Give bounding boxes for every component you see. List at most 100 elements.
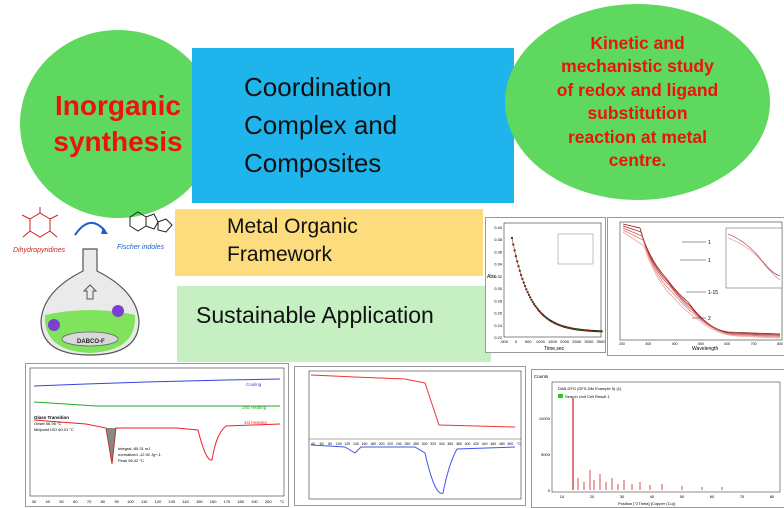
integral-peak: Peak 96.42 °C — [118, 458, 144, 463]
tga-xtick: 80 — [328, 442, 332, 446]
tga-xtick: 140 — [353, 442, 359, 446]
dsc-xtick: 160 — [210, 499, 217, 504]
tga-xtick: 340 — [439, 442, 445, 446]
tga-xtick: 120 — [344, 442, 350, 446]
dsc-xtick: °C — [280, 499, 285, 504]
legend-cooling: Cooling — [246, 382, 262, 387]
kinetic-ylabel: Abs — [487, 274, 496, 280]
xrd-plot-svg: Counts DAB-DFG (DFS-DM Example 5) (1) Se… — [534, 374, 781, 506]
kinetic-ytick: 0.22 — [494, 335, 503, 340]
kinetic-plot-svg: Abs Time,sec 0.400.380.360.340.320.300.2… — [487, 222, 605, 352]
upload-arrow-icon — [82, 284, 98, 300]
kinetic-xtick: 500 — [525, 339, 532, 344]
tga-xtick: 60 — [320, 442, 324, 446]
dsc-thermogram-plot: Cooling 2nd Heating 1st Heating Glass Tr… — [25, 363, 289, 507]
fischer-indole-structure — [129, 211, 173, 233]
dsc-plot-svg: Cooling 2nd Heating 1st Heating Glass Tr… — [29, 367, 285, 504]
uv-xtick: 300 — [645, 342, 651, 346]
dtg-curve — [310, 444, 516, 494]
xrd-ytick: 0 — [548, 488, 551, 493]
tga-xtick: 360 — [447, 442, 453, 446]
dihydropyridines-label: Dihydropyridines — [13, 247, 66, 254]
tga-xtick: 40 — [311, 442, 315, 446]
reaction-arrow — [74, 222, 106, 236]
tga-xtick: 240 — [396, 442, 402, 446]
kinetic-xtick: 1000 — [536, 339, 546, 344]
cooling-curve — [33, 378, 281, 387]
kinetic-xtick: 2500 — [572, 339, 582, 344]
dsc-xtick: 200 — [265, 499, 272, 504]
xrd-xtick: 10 — [560, 494, 565, 499]
kinetic-ytick: 0.32 — [494, 274, 503, 279]
kinetic-xtick: 3000 — [584, 339, 594, 344]
uv-xtick: 400 — [672, 342, 678, 346]
xrd-xtick: 30 — [620, 494, 625, 499]
dsc-xtick: 40 — [46, 499, 51, 504]
tga-xtick: 160 — [362, 442, 368, 446]
xrd-legend: Search Unit Cell Result 1 — [565, 394, 610, 399]
tga-xtick: 280 — [413, 442, 419, 446]
tga-xtick: 400 — [465, 442, 471, 446]
dsc-xtick: 150 — [196, 499, 203, 504]
uv-curve-label-1b: 1 — [708, 258, 711, 264]
xrd-xtick: 40 — [650, 494, 655, 499]
uv-xtick: 500 — [698, 342, 704, 346]
coordination-box: Coordination Complex and Composites — [192, 48, 514, 203]
dsc-xtick: 140 — [182, 499, 189, 504]
flask-illustration: Dihydropyridines Fischer indoles DABCO-F — [13, 207, 173, 356]
glass-transition-title: Glass Transition — [34, 415, 69, 420]
xrd-xlabel: Position [°2Theta] (Copper (Cu)) — [618, 501, 676, 506]
kinetic-ytick: 0.26 — [494, 311, 503, 316]
tga-xtick: °C — [517, 442, 521, 446]
xrd-legend-swatch — [558, 394, 563, 398]
uv-curve-label-1a: 1 — [708, 240, 711, 246]
second-heating-curve — [33, 401, 280, 407]
catalyst-sphere-right — [112, 305, 124, 317]
xrd-ytick: 5000 — [541, 452, 551, 457]
uv-curve-label-2: 2 — [708, 316, 711, 322]
kinetic-xtick: 3500 — [597, 339, 605, 344]
kinetic-study-bubble: Kinetic and mechanistic study of redox a… — [505, 4, 770, 200]
tga-xtick: 380 — [456, 442, 462, 446]
kinetic-fit-table — [557, 233, 594, 265]
uv-xlabel: Wavelength — [692, 346, 718, 352]
kinetic-ytick: 0.24 — [494, 323, 503, 328]
xrd-xtick: 60 — [710, 494, 715, 499]
tga-xtick: 200 — [379, 442, 385, 446]
dsc-xtick: 120 — [155, 499, 162, 504]
uv-xtick: 700 — [751, 342, 757, 346]
kinetic-ytick: 0.36 — [494, 249, 503, 254]
dsc-xtick: 30 — [32, 499, 37, 504]
uv-xtick: 800 — [777, 342, 783, 346]
kinetic-data-point — [510, 236, 514, 240]
xrd-xtick: 80 — [770, 494, 775, 499]
kinetic-ytick: 0.28 — [494, 298, 503, 303]
xrd-ylabel: Counts — [534, 374, 549, 379]
tga-xtick: 440 — [482, 442, 488, 446]
uv-curve-label-115: 1-15 — [708, 290, 718, 296]
sustainable-box: Sustainable Application — [177, 286, 491, 362]
tga-xtick: 220 — [387, 442, 393, 446]
kinetic-xtick: 1500 — [548, 339, 558, 344]
uv-inset — [725, 227, 783, 289]
kinetic-xlabel: Time,sec — [544, 346, 565, 352]
tga-xtick: 320 — [430, 442, 436, 446]
xrd-title: DAB-DFG (DFS-DM Example 5) (1) — [558, 386, 622, 391]
xrd-xtick: 70 — [740, 494, 745, 499]
kinetic-fit-line — [511, 237, 602, 332]
dsc-xtick: 50 — [59, 499, 64, 504]
legend-second-heating: 2nd Heating — [242, 405, 267, 410]
dsc-xtick: 100 — [127, 499, 134, 504]
tga-xtick: 480 — [499, 442, 505, 446]
kinetic-ytick: 0.38 — [494, 237, 503, 242]
sustainable-label: Sustainable Application — [196, 302, 434, 328]
dsc-xtick: 110 — [141, 499, 148, 504]
uv-curves — [622, 223, 781, 339]
mof-box: Metal Organic Framework — [175, 209, 483, 276]
legend-first-heating: 1st Heating — [244, 420, 267, 425]
first-heating-curve — [33, 419, 281, 465]
